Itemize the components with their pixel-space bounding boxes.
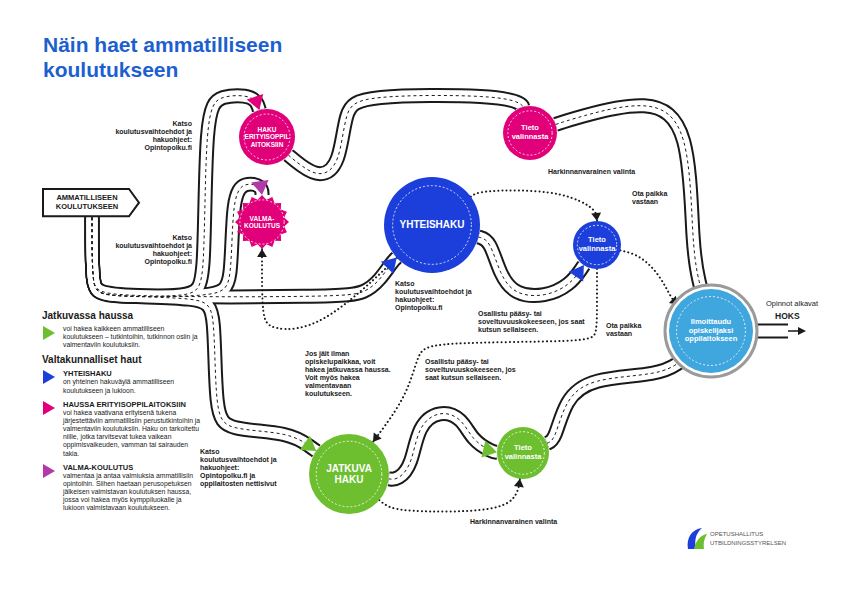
exit-arrow-head	[798, 327, 806, 335]
logo-mark	[684, 526, 708, 552]
road-surface	[288, 95, 522, 173]
legend-swatch	[42, 463, 56, 479]
legend-entry: voi hakea kaikkeen ammatilliseen koulutu…	[42, 325, 202, 349]
station-circle: HAKU ERITYISOPPILAITOKSIIN	[239, 109, 295, 165]
node-label: Tieto valinnasta	[502, 444, 544, 461]
note-label: OPETUSHALLITUS	[710, 531, 820, 538]
station-circle: Ilmoittaudu opiskelijaksi oppilaitokseen	[669, 289, 753, 373]
note-label: Jos jäit ilman opiskelupaikkaa, voit hak…	[305, 350, 395, 398]
legend-area: Jatkuvassa haussa voi hakea kaikkeen amma…	[42, 306, 202, 518]
road-surface	[547, 361, 681, 444]
arrow-head	[569, 265, 584, 281]
legend-heading: Valtakunnalliset haut	[42, 354, 202, 365]
edge-label: Harkinnanvarainen valinta	[548, 168, 656, 176]
node-label: VALMA-KOULUTUS	[240, 215, 284, 230]
legend-text: voi hakea kaikkeen ammatilliseen koulutu…	[63, 325, 201, 349]
arrow-head	[591, 213, 601, 221]
page-title: Näin haet ammatilliseen koulutukseen	[43, 33, 343, 83]
road-edge	[478, 237, 583, 296]
note-label: UTBILDNINGSSTYRELSEN	[710, 540, 820, 547]
note-label: Opinnot alkavat	[766, 300, 836, 309]
station-circle: Tieto valinnasta	[497, 427, 549, 479]
legend-body: voi hakea vaativana erityisenä tukena jä…	[63, 409, 201, 458]
road-edge	[556, 106, 702, 290]
arrow-head	[373, 433, 382, 442]
legend-text-block: voi hakea kaikkeen ammatilliseen koulutu…	[63, 325, 201, 349]
road-surface	[556, 106, 702, 290]
arrow-head	[251, 180, 268, 195]
legend-entry: YHTEISHAKUon yhteinen hakuväylä ammatill…	[42, 369, 202, 394]
legend-swatch	[42, 369, 56, 385]
legend-text: VALMA-KOULUTUS	[63, 463, 201, 472]
legend-text-block: YHTEISHAKUon yhteinen hakuväylä ammatill…	[63, 369, 201, 394]
road-surface	[389, 414, 497, 480]
legend-text-block: VALMA-KOULUTUSvalmentaa ja antaa valmiuk…	[63, 463, 201, 513]
road-centerline	[547, 361, 681, 444]
legend-text: HAUSSA ERITYISOPPILAITOKSIIN	[63, 400, 201, 409]
note-label: Osallistu pääsy- tai soveltuvuuskokeesee…	[425, 358, 525, 382]
node-label: JATKUVA HAKU	[317, 463, 381, 486]
dotted-edge	[373, 269, 597, 442]
edge-label: Ota paikka vastaan	[632, 190, 682, 206]
arrow-head	[514, 479, 524, 488]
station-circle: Tieto valinnasta	[573, 221, 621, 269]
dotted-edge	[620, 250, 678, 304]
note-label: Katso koulutusvaihtoehdot ja hakuohjeet:…	[108, 120, 192, 152]
legend-swatch	[42, 400, 56, 416]
arrow-head	[257, 249, 267, 257]
legend-body: valmentaa ja antaa valmiuksia ammatillis…	[63, 472, 201, 513]
star-badge: VALMA-KOULUTUS	[235, 195, 289, 249]
legend-entry: HAUSSA ERITYISOPPILAITOKSIINvoi hakea va…	[42, 400, 202, 458]
road-centerline	[478, 237, 583, 296]
arrow-head	[247, 94, 264, 110]
dotted-edge	[471, 190, 597, 221]
node-label: AMMATILLISEEN KOULUTUKSEEN	[50, 194, 124, 211]
note-label: Katso koulutusvaihtoehdot ja hakuohjeet:…	[200, 448, 288, 488]
node-label: YHTEISHAKU	[392, 219, 472, 231]
dotted-edge	[262, 249, 397, 329]
station-circle: YHTEISHAKU	[384, 177, 480, 273]
sign-board: AMMATILLISEEN KOULUTUKSEEN	[42, 188, 140, 217]
node-label: Ilmoittaudu opiskelijaksi oppilaitokseen	[678, 318, 744, 344]
dotted-edge	[379, 479, 520, 512]
node-label: HAKU ERITYISOPPILAITOKSIIN	[243, 126, 291, 148]
road-edge	[547, 361, 681, 444]
road-centerline	[389, 414, 497, 480]
edge-label: Harkinnanvarainen valinta	[470, 518, 582, 526]
legend-text: YHTEISHAKU	[63, 369, 201, 378]
arrow-head	[381, 258, 397, 274]
station-circle: JATKUVA HAKU	[309, 434, 389, 514]
legend-entry: VALMA-KOULUTUSvalmentaa ja antaa valmiuk…	[42, 463, 202, 513]
legend-heading: Jatkuvassa haussa	[42, 310, 202, 321]
legend-text-block: HAUSSA ERITYISOPPILAITOKSIINvoi hakea va…	[63, 400, 201, 458]
road-edge	[288, 95, 522, 173]
legend-swatch	[42, 325, 56, 341]
note-label: Katso koulutusvaihtoehdot ja hakuohjeet:…	[395, 280, 475, 312]
node-label: Tieto valinnasta	[577, 236, 617, 253]
note-label: HOKS	[775, 312, 815, 322]
legend-body: on yhteinen hakuväylä ammatilliseen koul…	[63, 378, 201, 394]
road-edge	[389, 414, 497, 480]
road-surface	[478, 237, 583, 296]
arrow-head	[300, 436, 316, 451]
road-centerline	[556, 106, 702, 290]
legend-entry: Valtakunnalliset haut	[42, 354, 202, 365]
legend-entry: Jatkuvassa haussa	[42, 310, 202, 321]
note-label: Osallistu pääsy- tai soveltuvuuskokeesee…	[478, 310, 586, 334]
station-circle: Tieto valinnasta	[503, 106, 557, 160]
road-centerline	[288, 95, 522, 173]
node-label: Tieto valinnasta	[508, 124, 552, 141]
edge-label: Ota paikka vastaan	[606, 322, 656, 338]
arrow-head	[481, 441, 497, 458]
note-label: Katso koulutusvaihtoehdot ja hakuohjeet:…	[108, 234, 192, 266]
